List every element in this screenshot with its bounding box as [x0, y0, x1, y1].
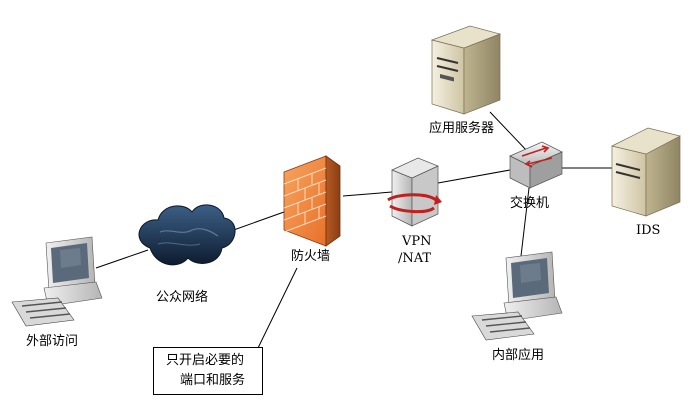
link-pc-cloud: [95, 249, 149, 269]
public-network-label: 公众网络: [156, 290, 209, 305]
switch-label: 交换机: [510, 196, 550, 211]
vpn-label: VPN: [402, 234, 432, 249]
note-line-2: 端口和服务: [180, 373, 246, 388]
cloud-icon: [138, 204, 236, 266]
switch-icon: [509, 141, 563, 189]
ids-label: IDS: [636, 223, 661, 238]
internal-app-label: 内部应用: [492, 348, 545, 363]
internal-pc-icon: [471, 251, 563, 341]
ids-server-icon: [610, 127, 681, 217]
connection-lines: [95, 111, 612, 349]
link-server-switch: [489, 111, 529, 153]
external-access-label: 外部访问: [26, 334, 79, 349]
firewall-label: 防火墙: [291, 249, 331, 264]
link-vpn-switch: [437, 169, 511, 184]
nat-label: /NAT: [398, 251, 432, 266]
link-switch-internal: [520, 187, 530, 257]
external-pc-icon: [11, 236, 103, 327]
app-server-label: 应用服务器: [429, 121, 495, 136]
vpn-nat-icon: [387, 157, 442, 227]
link-firewall-note: [257, 267, 298, 349]
link-firewall-vpn: [342, 191, 393, 197]
note-line-1: 只开启必要的: [166, 353, 245, 368]
firewall-note-box: 只开启必要的 端口和服务: [153, 347, 263, 395]
firewall-icon: [283, 155, 341, 247]
link-cloud-firewall: [227, 211, 285, 233]
application-server-icon: [430, 25, 502, 115]
